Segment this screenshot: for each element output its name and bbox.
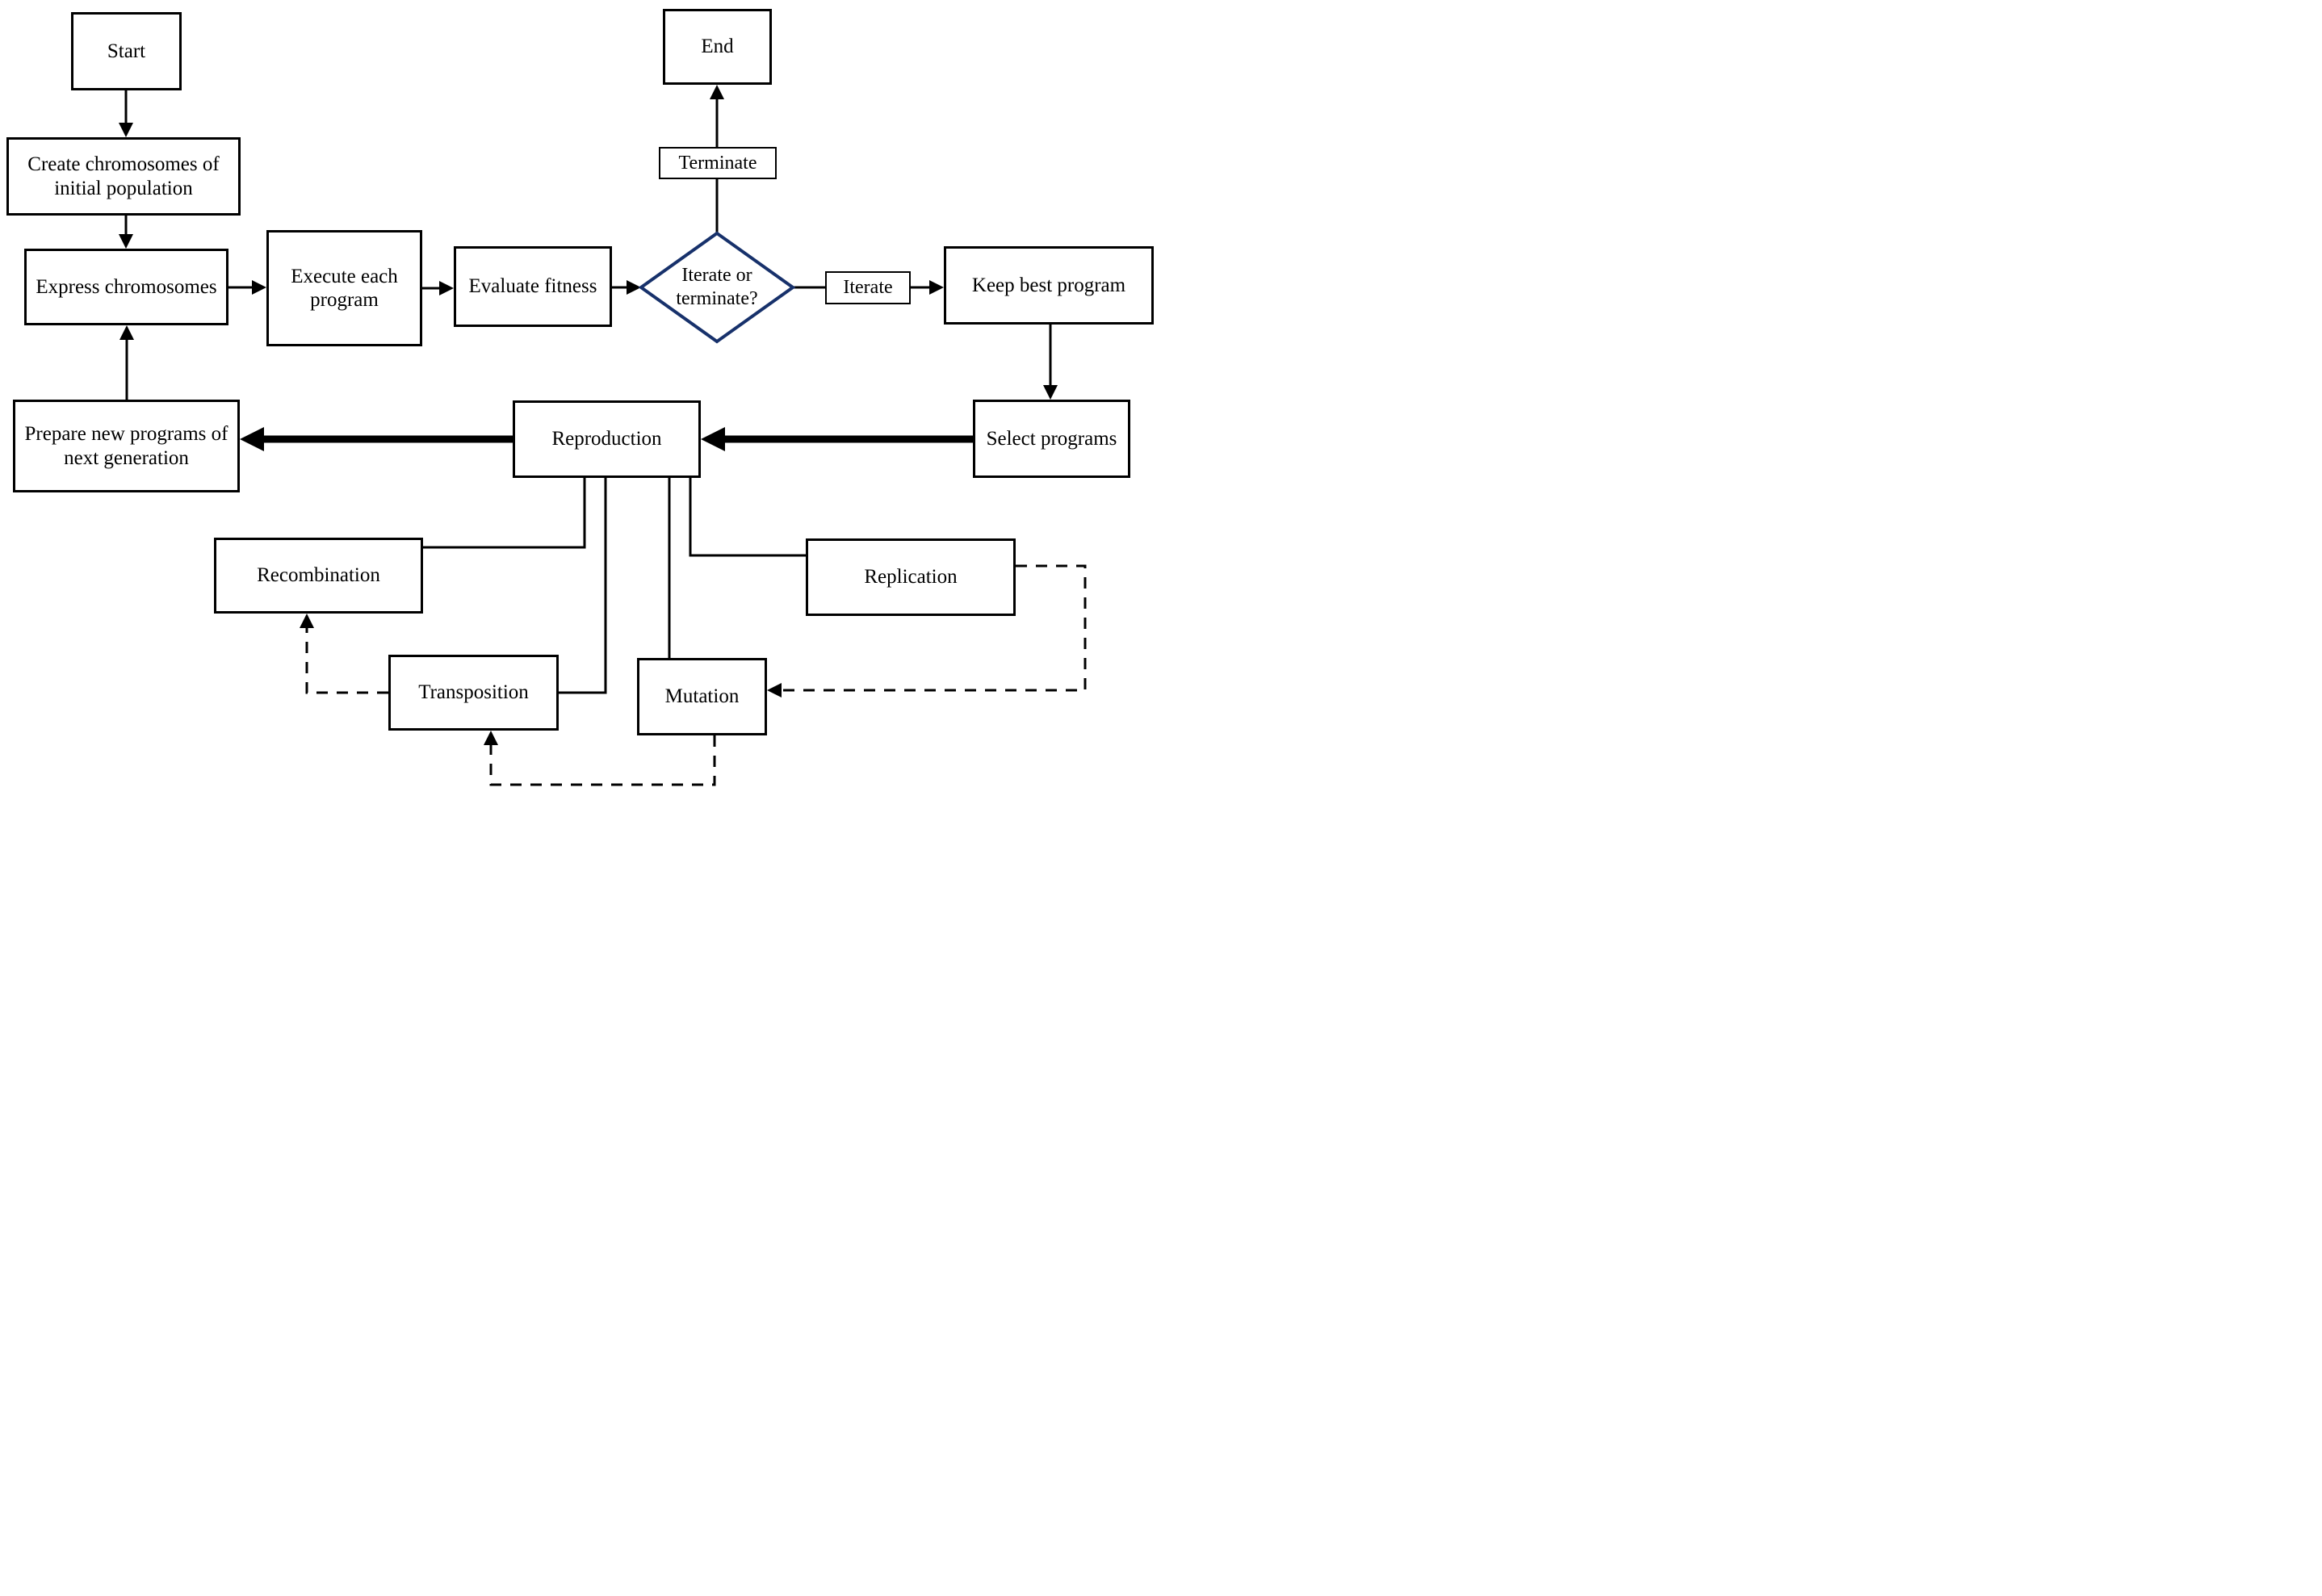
node-end: End: [663, 9, 772, 85]
node-recombination-label: Recombination: [257, 564, 380, 587]
node-start: Start: [71, 12, 182, 90]
line-reproduction-to-recombination: [423, 478, 586, 549]
node-transposition-label: Transposition: [418, 681, 529, 704]
dashed-arrowhead-into-recombination: [300, 614, 314, 628]
dashed-arrowhead-into-mutation: [767, 683, 782, 697]
thick-arrow-reproduction-to-prepare: [240, 427, 513, 451]
line-reproduction-to-transposition: [559, 478, 607, 694]
line-reproduction-to-replication: [689, 478, 806, 557]
node-transposition: Transposition: [388, 655, 559, 731]
node-keep-best-program: Keep best program: [944, 246, 1154, 325]
node-select-programs-label: Select programs: [986, 427, 1117, 450]
dashed-arrowhead-into-transposition: [484, 731, 498, 745]
thick-arrow-select-to-reproduction: [701, 427, 973, 451]
node-replication: Replication: [806, 538, 1016, 616]
node-replication-label: Replication: [864, 566, 958, 589]
node-end-label: End: [701, 36, 734, 58]
arrow-create-to-express: [119, 216, 133, 249]
dashed-arrow-replication-to-mutation: [782, 564, 1087, 692]
node-recombination: Recombination: [214, 538, 423, 614]
arrow-evaluate-to-decision: [612, 280, 641, 295]
node-create-chromosomes-label: Create chromosomes of initial population: [27, 153, 220, 199]
arrow-express-to-execute: [228, 280, 266, 295]
node-mutation-label: Mutation: [664, 685, 740, 708]
node-prepare-new-programs: Prepare new programs of next generation: [13, 400, 240, 492]
decision-diamond-shape: [638, 231, 796, 344]
dashed-arrow-mutation-to-transposition: [489, 735, 716, 786]
node-iterate-label: Iterate: [843, 277, 893, 299]
flowchart-canvas: Start Create chromosomes of initial popu…: [0, 0, 1161, 798]
node-execute-each-program: Execute each program: [266, 230, 422, 346]
node-create-chromosomes: Create chromosomes of initial population: [6, 137, 241, 216]
arrow-prepare-to-express: [119, 325, 134, 400]
dashed-arrow-transposition-to-recombination: [305, 628, 388, 694]
node-mutation: Mutation: [637, 658, 767, 735]
node-evaluate-fitness-label: Evaluate fitness: [468, 275, 597, 298]
node-terminate: Terminate: [659, 147, 777, 179]
node-keep-best-program-label: Keep best program: [971, 274, 1126, 296]
node-prepare-new-programs-label: Prepare new programs of next generation: [24, 423, 228, 469]
node-express-chromosomes-label: Express chromosomes: [36, 275, 217, 298]
node-express-chromosomes: Express chromosomes: [24, 249, 228, 325]
arrow-execute-to-evaluate: [422, 281, 454, 295]
arrow-iterate-to-keep-best: [911, 280, 944, 295]
connector-layer: [119, 85, 1087, 786]
node-decision-label: Iterate or terminate?: [676, 265, 758, 309]
arrow-keep-best-to-select: [1043, 325, 1058, 400]
node-terminate-label: Terminate: [678, 152, 757, 174]
node-evaluate-fitness: Evaluate fitness: [454, 246, 612, 327]
node-start-label: Start: [107, 40, 146, 62]
node-decision-label-wrap: Iterate or terminate?: [652, 255, 782, 320]
node-select-programs: Select programs: [973, 400, 1130, 478]
node-reproduction-label: Reproduction: [551, 428, 662, 450]
node-reproduction: Reproduction: [513, 400, 701, 478]
arrow-terminate-to-end: [710, 85, 724, 147]
node-iterate: Iterate: [825, 271, 911, 304]
arrow-start-to-create: [119, 90, 133, 137]
node-execute-each-program-label: Execute each program: [291, 265, 398, 312]
